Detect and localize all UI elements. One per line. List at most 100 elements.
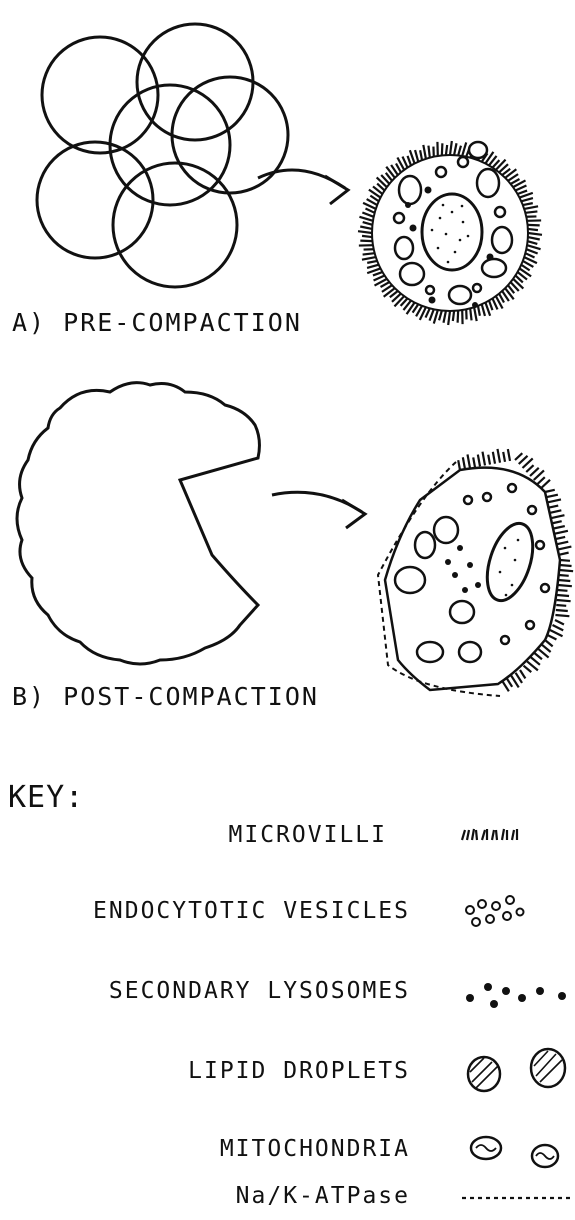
microvillus xyxy=(507,678,512,686)
mitochondria-icon xyxy=(471,1137,558,1167)
microvillus xyxy=(528,237,540,239)
microvillus xyxy=(373,272,383,275)
key-title: KEY: xyxy=(8,780,84,815)
microvillus xyxy=(551,515,565,518)
microvillus xyxy=(482,304,485,316)
microvillus xyxy=(470,308,471,320)
microvillus xyxy=(420,150,422,160)
lipid-droplet-icon xyxy=(468,1049,565,1091)
microvillus xyxy=(462,142,466,156)
key-label-lipid-droplets: LIPID DROPLETS xyxy=(188,1058,410,1084)
microvillus xyxy=(534,653,542,659)
postcompaction-figure xyxy=(0,380,575,710)
microvillus xyxy=(520,670,525,678)
key-label-na-k-atpase: Na/K-ATPase xyxy=(236,1183,410,1209)
microvillus xyxy=(560,560,570,561)
microvillus xyxy=(559,570,573,571)
microvillus xyxy=(503,452,505,462)
microvillus xyxy=(558,580,570,581)
microvillus xyxy=(428,146,429,158)
precompaction-cell xyxy=(358,141,542,325)
microvillus xyxy=(403,157,408,168)
microvillus xyxy=(458,460,460,470)
microvillus xyxy=(524,666,532,672)
microvillus xyxy=(548,635,557,639)
microvillus xyxy=(556,610,568,611)
key-label-endocytotic-vesicles: ENDOCYTOTIC VESICLES xyxy=(93,898,410,924)
microvillus xyxy=(550,510,562,513)
microvillus xyxy=(515,453,522,460)
cell-outline xyxy=(42,37,158,153)
microvillus xyxy=(530,468,539,476)
microvillus xyxy=(538,477,545,484)
microvillus xyxy=(488,455,490,465)
cell-outline xyxy=(113,163,237,287)
microvillus xyxy=(555,620,564,624)
microvillus xyxy=(448,311,450,325)
microvillus xyxy=(526,249,537,253)
microvillus xyxy=(524,206,538,209)
microvillus xyxy=(546,495,558,498)
microvillus xyxy=(528,225,540,226)
microvillus xyxy=(489,301,492,311)
microvillus xyxy=(557,542,569,545)
microvillus xyxy=(497,449,500,463)
key-label-mitochondria: MITOCHONDRIA xyxy=(220,1136,410,1162)
microvillus xyxy=(423,145,426,159)
microvillus xyxy=(555,615,569,616)
microvillus xyxy=(367,265,379,268)
microvillus xyxy=(359,217,373,221)
nucleus-b xyxy=(479,518,542,606)
microvillus xyxy=(492,298,497,309)
microvilli-icon xyxy=(462,829,517,840)
microvillus xyxy=(553,625,564,630)
microvillus xyxy=(439,311,442,321)
microvillus xyxy=(434,310,438,324)
microvillus xyxy=(526,465,533,472)
arrow-b xyxy=(272,492,365,528)
microvillus xyxy=(560,565,572,566)
microvillus xyxy=(493,452,495,464)
microvillus xyxy=(531,657,540,665)
microvillus xyxy=(523,203,533,205)
microvillus xyxy=(552,521,562,523)
microvillus xyxy=(365,209,374,213)
microvillus xyxy=(519,456,528,464)
microvillus xyxy=(473,457,475,467)
panel-a-label: A) PRE-COMPACTION xyxy=(12,308,302,337)
microvillus xyxy=(442,143,443,155)
microvillus xyxy=(363,253,375,254)
microvillus xyxy=(550,630,563,636)
compacted-embryo-outline xyxy=(17,383,259,664)
microvillus xyxy=(559,553,569,555)
microvillus xyxy=(362,236,372,237)
lysosomes-icon xyxy=(466,983,566,1008)
microvillus xyxy=(553,526,565,529)
cell-outline xyxy=(137,24,253,140)
microvillus xyxy=(426,308,430,317)
microvillus xyxy=(557,600,571,601)
microvillus xyxy=(454,143,456,155)
microvillus xyxy=(458,146,461,156)
microvillus xyxy=(458,311,459,323)
microvillus xyxy=(474,307,477,321)
microvillus xyxy=(555,537,565,539)
microvillus xyxy=(415,150,418,162)
microvillus xyxy=(463,457,465,469)
microvillus xyxy=(541,480,550,488)
key-label-secondary-lysosomes: SECONDARY LYSOSOMES xyxy=(109,978,410,1004)
microvillus xyxy=(446,145,447,155)
microvillus xyxy=(558,590,568,591)
microvillus xyxy=(467,454,470,468)
microvillus xyxy=(521,198,533,201)
microvillus xyxy=(554,531,568,534)
microvillus xyxy=(556,605,566,606)
microvillus xyxy=(515,186,526,191)
panel-b-label: B) POST-COMPACTION xyxy=(12,682,319,711)
microvillus xyxy=(545,490,555,492)
microvillus xyxy=(408,156,411,166)
microvillus xyxy=(541,644,550,652)
vesicles-icon xyxy=(466,896,524,926)
microvillus xyxy=(360,241,372,242)
